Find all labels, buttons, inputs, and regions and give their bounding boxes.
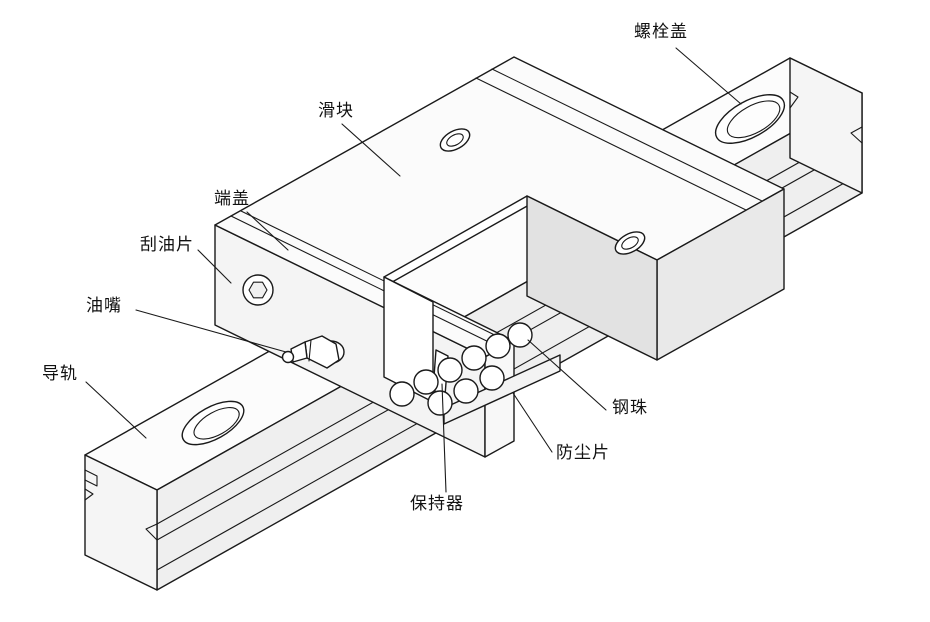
leader-lines xyxy=(85,47,742,493)
leader-oil-scraper xyxy=(197,249,232,284)
steel-ball xyxy=(453,378,479,404)
grease-nipple xyxy=(281,335,345,369)
rail-end-groove-notch xyxy=(84,488,94,501)
cutaway-details xyxy=(389,322,561,425)
label-oil-nipple: 油嘴 xyxy=(86,296,122,316)
leader-steel-ball xyxy=(527,339,607,411)
dust-plate xyxy=(443,354,561,425)
end-cap-seam xyxy=(240,210,512,344)
end-cap-seam xyxy=(475,77,747,211)
steel-ball xyxy=(485,333,511,359)
leader-bolt-cover xyxy=(675,47,742,105)
hex-socket-icon xyxy=(248,281,268,299)
leader-dust-plate xyxy=(512,392,553,453)
steel-ball xyxy=(437,357,463,383)
label-dust-plate: 防尘片 xyxy=(556,443,610,463)
rail-bolt-hole-right xyxy=(714,94,786,144)
nipple-tip xyxy=(281,350,295,364)
steel-ball xyxy=(507,322,533,348)
leader-oil-nipple xyxy=(135,309,287,353)
rail-end-groove-notch xyxy=(789,91,799,109)
rail-end-groove-notch xyxy=(850,126,863,144)
steel-ball xyxy=(479,365,505,391)
rail-end-step-notch xyxy=(84,469,98,487)
rail-left-end-face xyxy=(84,454,158,591)
label-end-cap: 端盖 xyxy=(214,189,250,209)
label-oil-scraper: 刮油片 xyxy=(140,235,194,255)
slider-thread-hole xyxy=(439,128,471,152)
steel-ball xyxy=(461,345,487,371)
steel-balls xyxy=(389,322,533,416)
nipple-stem xyxy=(290,341,308,363)
end-cap-seam xyxy=(230,215,502,349)
end-cap-screw xyxy=(242,274,274,306)
leader-retainer xyxy=(441,383,447,493)
slider-block xyxy=(214,56,785,458)
nipple-flat-line xyxy=(308,339,312,362)
label-slider: 滑块 xyxy=(318,101,354,121)
rail-right-end-face xyxy=(789,57,863,194)
steel-ball xyxy=(413,369,439,395)
slider-thread-hole xyxy=(614,231,646,255)
leader-end-cap xyxy=(246,211,289,251)
steel-ball xyxy=(389,381,415,407)
label-bolt-cover: 螺栓盖 xyxy=(634,22,688,42)
label-guide-rail: 导轨 xyxy=(42,364,78,384)
steel-ball xyxy=(427,390,453,416)
rail-end-groove-notch xyxy=(145,523,158,541)
end-cap-seam xyxy=(491,68,763,202)
leader-slider xyxy=(341,123,401,177)
label-steel-ball: 钢珠 xyxy=(612,398,648,418)
leader-guide-rail xyxy=(85,381,147,439)
label-retainer: 保持器 xyxy=(410,494,464,514)
cutaway-step-face xyxy=(526,195,658,361)
rail-bolt-hole-left xyxy=(181,400,245,446)
